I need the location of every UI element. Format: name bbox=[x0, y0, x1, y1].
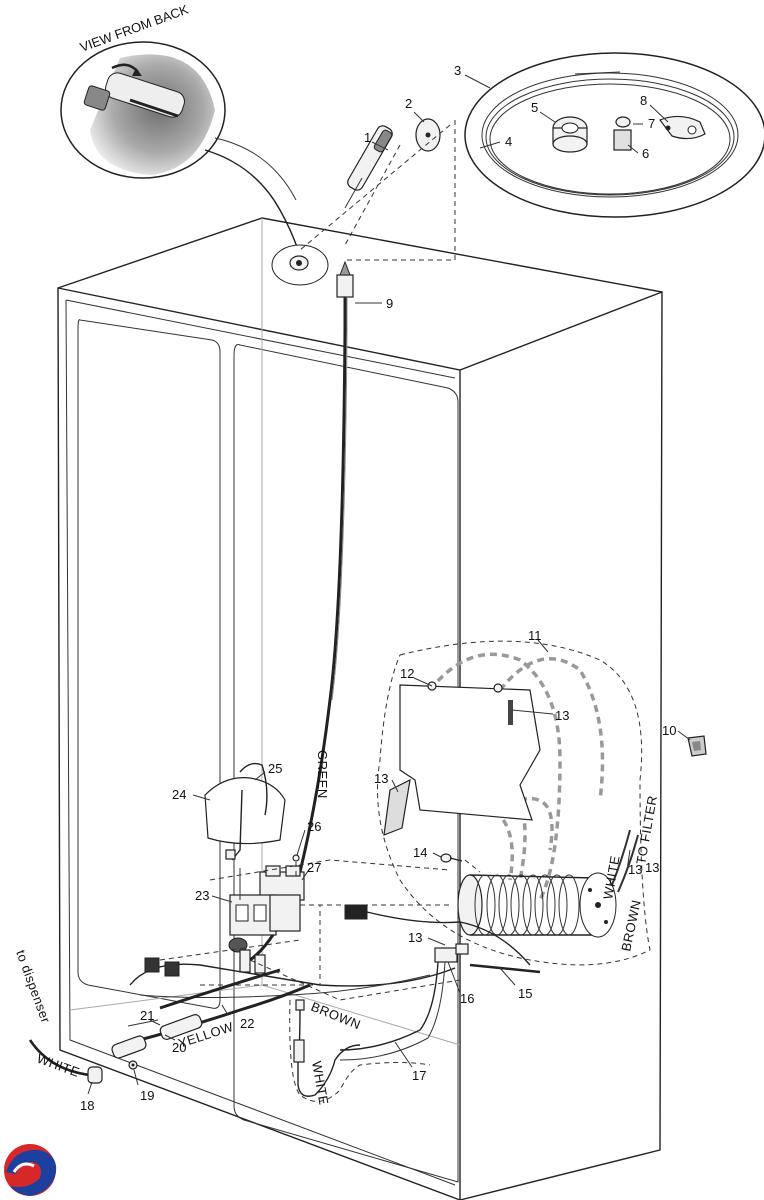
callout-16: 16 bbox=[460, 991, 474, 1006]
part-16-tee-fitting bbox=[339, 943, 469, 1061]
callout-18: 18 bbox=[80, 1098, 94, 1113]
callout-6: 6 bbox=[642, 146, 649, 161]
callout-23: 23 bbox=[195, 888, 209, 903]
part-11-filter-assembly bbox=[377, 640, 651, 966]
part-1-water-inlet-fitting bbox=[344, 125, 393, 209]
part-8-clip bbox=[659, 115, 706, 140]
part-10-clip bbox=[687, 735, 707, 757]
callout-12: 12 bbox=[400, 666, 414, 681]
callout-10: 10 bbox=[662, 723, 676, 738]
callout-22: 22 bbox=[240, 1016, 254, 1031]
callout-11: 11 bbox=[528, 628, 542, 643]
part-19-screw bbox=[128, 1060, 138, 1070]
callout-27: 27 bbox=[307, 860, 321, 875]
callout-13-c: 13 bbox=[628, 862, 642, 877]
callout-13-a: 13 bbox=[555, 708, 569, 723]
part-5-fitting bbox=[552, 116, 588, 153]
callout-7: 7 bbox=[648, 116, 655, 131]
part-17-tubing bbox=[289, 999, 431, 1102]
callout-19: 19 bbox=[140, 1088, 154, 1103]
callout-21: 21 bbox=[140, 1008, 154, 1023]
callout-13-d: 13 bbox=[408, 930, 422, 945]
part-14-screw bbox=[440, 853, 481, 873]
brand-logo-icon bbox=[4, 1144, 57, 1196]
label-to-dispenser: to dispenser bbox=[13, 948, 53, 1025]
callout-5: 5 bbox=[531, 100, 538, 115]
callout-20: 20 bbox=[172, 1040, 186, 1055]
callout-9: 9 bbox=[386, 296, 393, 311]
callout-8: 8 bbox=[640, 93, 647, 108]
callout-13-e: 13 bbox=[645, 860, 659, 875]
callout-25: 25 bbox=[268, 761, 282, 776]
callout-14: 14 bbox=[413, 845, 427, 860]
wiring-harness bbox=[129, 904, 531, 1010]
callout-3: 3 bbox=[454, 63, 461, 78]
part-2-washer bbox=[415, 118, 441, 152]
part-20-22-yellow-line bbox=[111, 983, 311, 1059]
callout-13-b: 13 bbox=[374, 771, 388, 786]
label-green: GREEN bbox=[315, 750, 330, 799]
back-view-inset: VIEW FROM BACK bbox=[60, 2, 299, 251]
part-26-screw bbox=[292, 854, 300, 878]
callout-24: 24 bbox=[172, 787, 186, 802]
callout-1: 1 bbox=[364, 130, 371, 145]
leader-lines bbox=[87, 74, 691, 1095]
callout-17: 17 bbox=[412, 1068, 426, 1083]
callout-4: 4 bbox=[505, 134, 512, 149]
part-24-valve-cover bbox=[204, 762, 286, 861]
part-6-7-nut-insert bbox=[613, 116, 632, 151]
callout-numbers: 1 2 3 4 5 6 7 8 9 10 11 12 13 13 13 13 1… bbox=[80, 63, 676, 1113]
callout-2: 2 bbox=[405, 96, 412, 111]
part-18-dispenser-line bbox=[28, 1039, 103, 1084]
callout-15: 15 bbox=[518, 986, 532, 1001]
cabinet-top-grommet bbox=[271, 244, 329, 286]
cabinet bbox=[57, 217, 663, 1200]
part-15-line bbox=[469, 963, 541, 974]
callout-26: 26 bbox=[307, 819, 321, 834]
